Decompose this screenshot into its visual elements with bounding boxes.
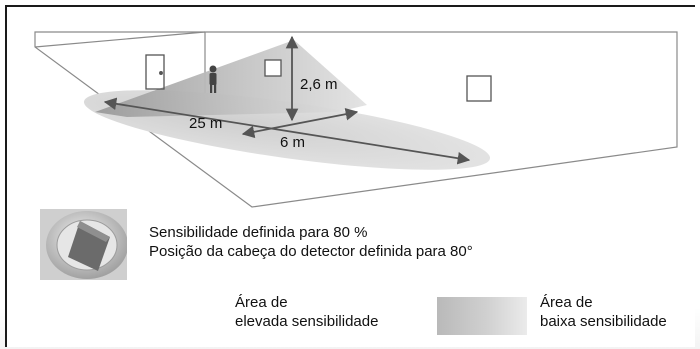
legend-high-line1: Área de [235, 294, 288, 311]
door-icon [145, 54, 165, 90]
diagram-frame: 2,6 m 25 m 6 m Sensibilidade definida pa… [5, 5, 695, 347]
sensitivity-setting-text: Sensibilidade definida para 80 % [149, 224, 368, 241]
width-arrow [241, 107, 359, 139]
detector-head-photo [40, 209, 128, 280]
legend-high-line2: elevada sensibilidade [235, 313, 379, 330]
height-label: 2,6 m [300, 76, 338, 93]
person-icon [209, 65, 217, 93]
length-label: 25 m [189, 115, 223, 132]
dimension-arrows [103, 35, 471, 165]
legend-low-line2: baixa sensibilidade [540, 313, 667, 330]
room-diagram [34, 31, 678, 208]
width-label: 6 m [280, 134, 306, 151]
head-position-text: Posição da cabeça do detector definida p… [149, 243, 473, 260]
legend-low-line1: Área de [540, 294, 593, 311]
window-icon [466, 75, 492, 102]
window-icon [264, 59, 282, 77]
legend-gradient-swatch [437, 297, 527, 335]
